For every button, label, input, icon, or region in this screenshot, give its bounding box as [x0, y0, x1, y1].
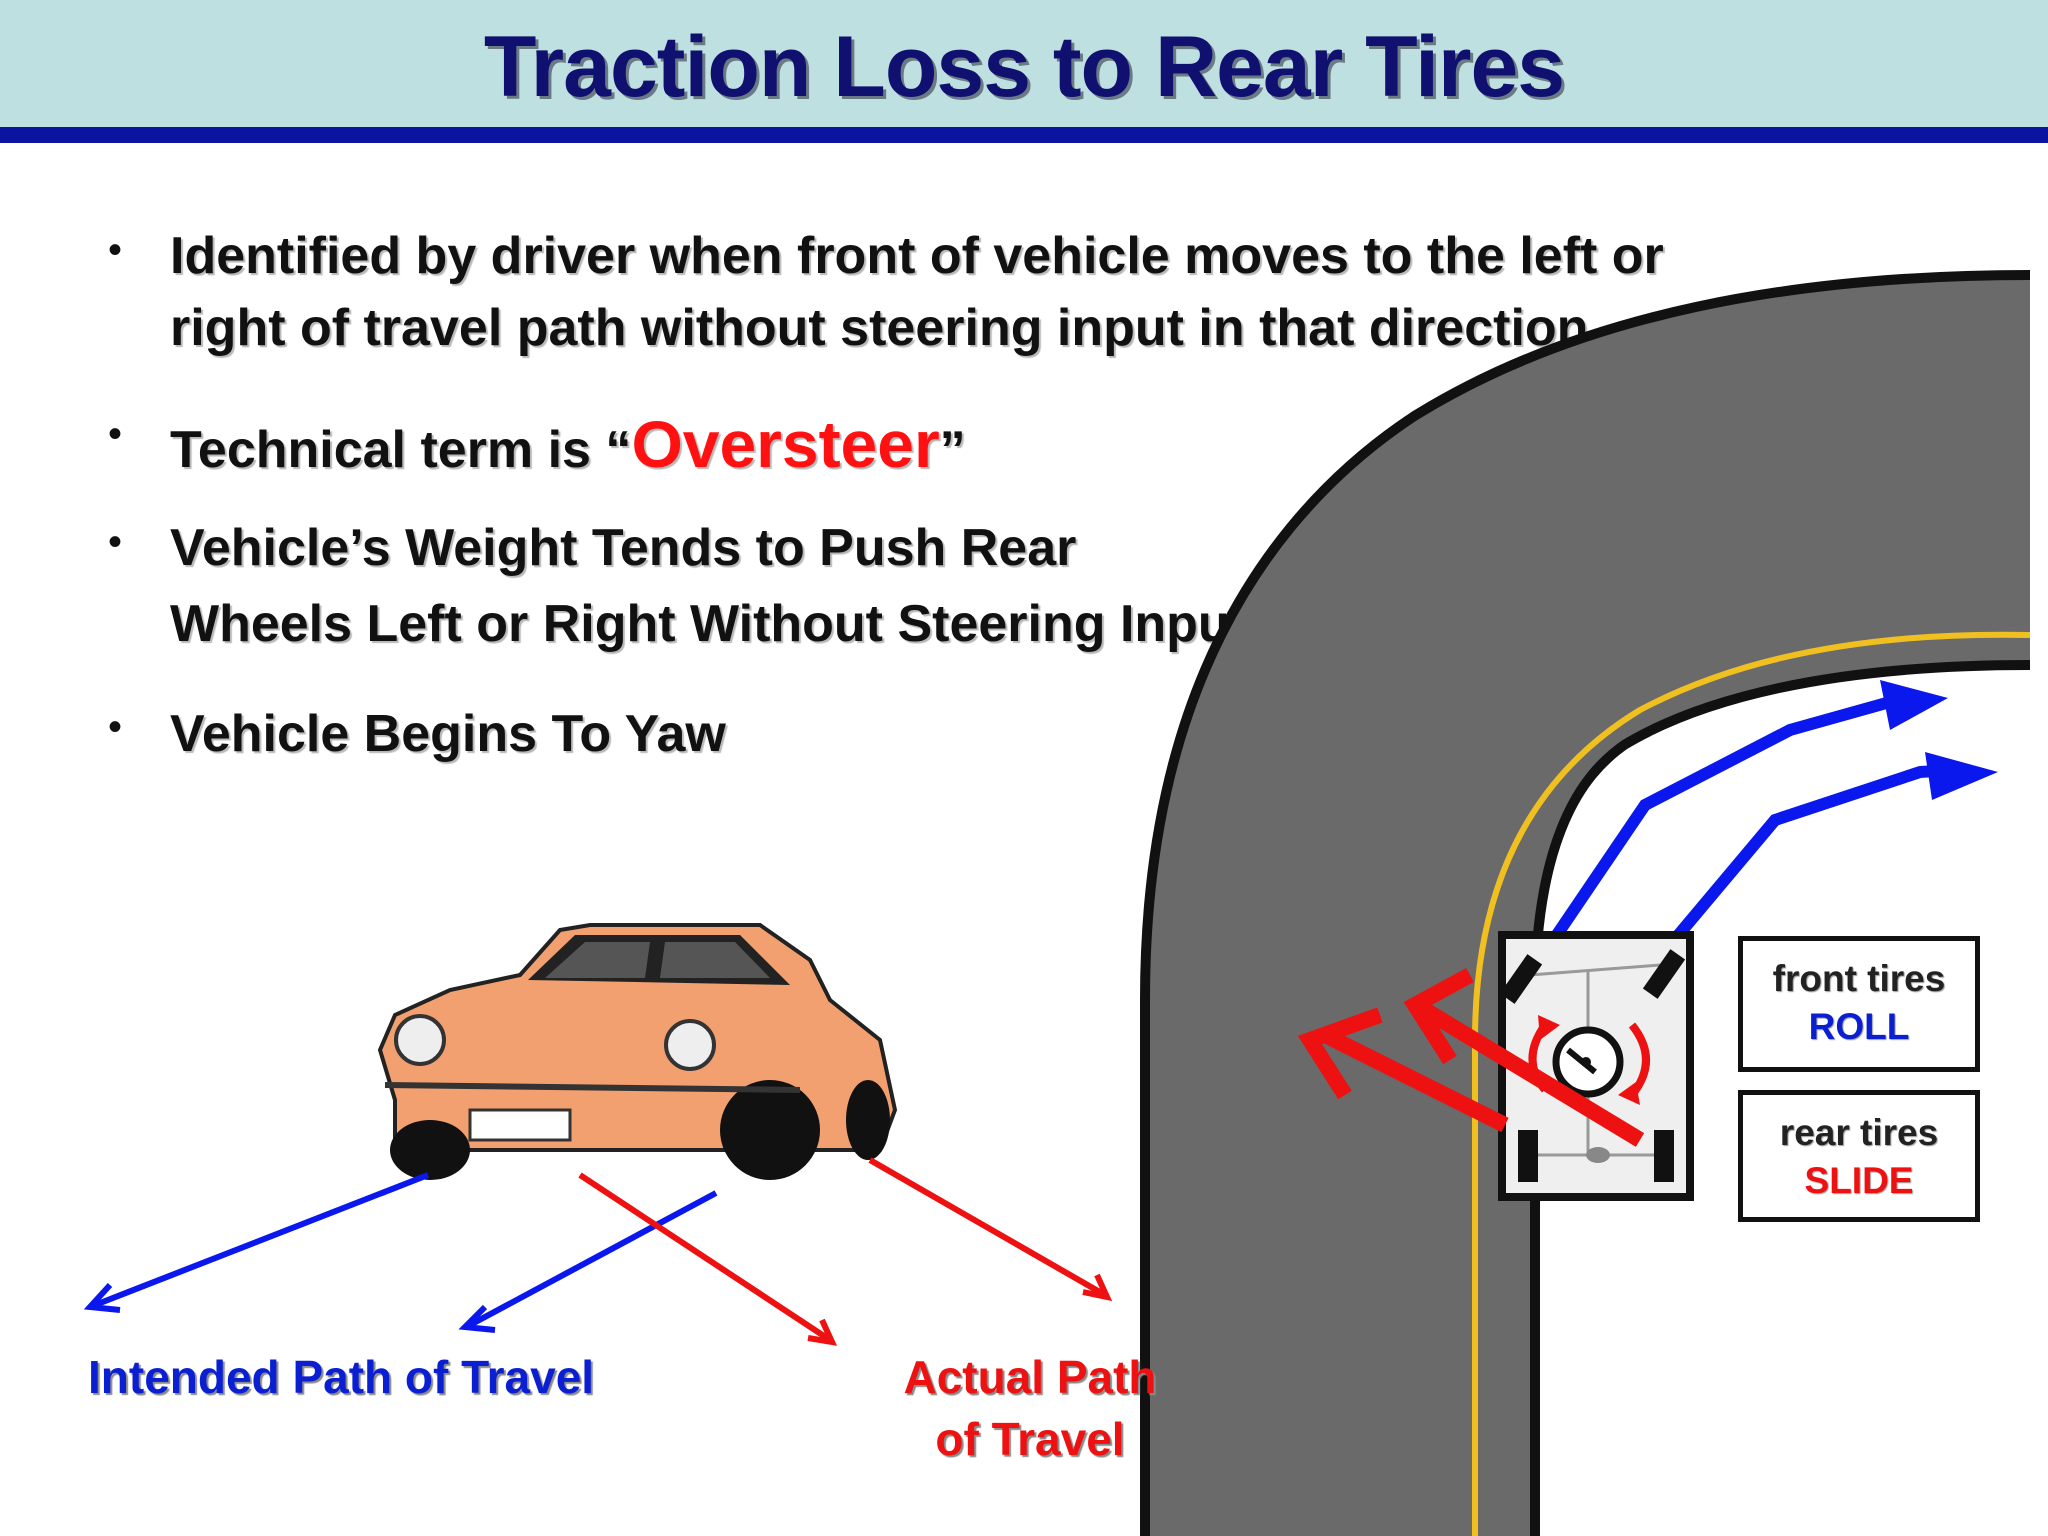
- bullet-marker: •: [108, 412, 123, 456]
- rear-slide-arrows: [1297, 967, 1645, 1147]
- bullet-2-suffix: ”: [939, 421, 966, 479]
- bullet-3-line-2: Wheels Left or Right Without Steering In…: [170, 595, 1247, 653]
- title-rule: [0, 127, 2048, 143]
- intended-path-lines: [83, 1172, 718, 1333]
- actual-path-label-line-1: Actual Path: [903, 1351, 1157, 1403]
- car-illustration: [377, 923, 898, 1180]
- front-tires-legend: front tires ROLL: [1738, 936, 1980, 1072]
- bullet-2: Technical term is “Oversteer”: [170, 408, 966, 486]
- title-band: [0, 0, 2048, 127]
- intended-path-label: Intended Path of Travel: [88, 1351, 595, 1403]
- slide-title: Traction Loss to Rear Tires: [483, 19, 1565, 115]
- rear-tires-state: SLIDE: [1804, 1160, 1914, 1201]
- actual-path-label: Actual Path of Travel: [880, 1346, 1180, 1470]
- bullet-1-line-1: Identified by driver when front of vehic…: [170, 227, 1664, 285]
- bullet-marker: •: [108, 705, 123, 749]
- bullet-3-line-1: Vehicle’s Weight Tends to Push Rear: [170, 519, 1077, 577]
- rear-tires-legend: rear tires SLIDE: [1738, 1090, 1980, 1222]
- front-arrow-head-1: [1880, 680, 1948, 730]
- bullet-marker: •: [108, 228, 123, 272]
- front-tires-state: ROLL: [1808, 1006, 1910, 1047]
- curved-road: [1140, 270, 2048, 1536]
- bullet-4: Vehicle Begins To Yaw: [170, 705, 726, 763]
- lane-line: [1472, 631, 2031, 1536]
- bullet-2-prefix: Technical term is “: [170, 421, 632, 479]
- bullet-1-line-2: right of travel path without steering in…: [170, 299, 1589, 357]
- rear-tires-label: rear tires: [1779, 1112, 1939, 1153]
- front-arrow-head-2: [1925, 752, 1998, 800]
- actual-path-label-line-2: of Travel: [935, 1413, 1125, 1465]
- bullet-marker: •: [108, 520, 123, 564]
- top-down-vehicle: [1498, 931, 1694, 1201]
- front-tires-label: front tires: [1772, 958, 1946, 999]
- actual-path-lines: [578, 1157, 1113, 1346]
- oversteer-term: Oversteer: [631, 407, 940, 481]
